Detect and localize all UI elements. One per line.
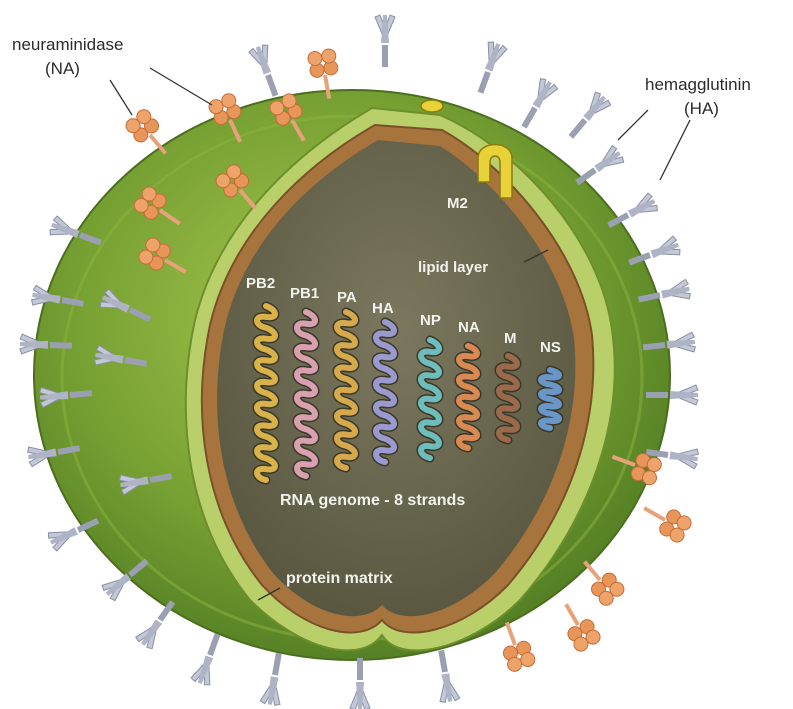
strand-label-pa: PA [337, 289, 357, 306]
rna-genome-label: RNA genome - 8 strands [280, 492, 465, 509]
neuraminidase-label-line2: (NA) [45, 59, 80, 78]
strand-label-pb1: PB1 [290, 285, 319, 302]
strand-label-ns: NS [540, 339, 561, 356]
strand-label-ha: HA [372, 300, 394, 317]
hemagglutinin-label-line1: hemagglutinin [645, 75, 751, 94]
m2-label: M2 [447, 195, 468, 212]
strand-label-pb2: PB2 [246, 275, 275, 292]
strand-label-na: NA [458, 319, 480, 336]
strand-label-np: NP [420, 312, 441, 329]
protein-matrix-label: protein matrix [286, 570, 393, 587]
strand-label-m: M [504, 330, 517, 347]
neuraminidase-label-line1: neuraminidase [12, 35, 124, 54]
rna-strand-ns [541, 370, 559, 428]
hemagglutinin-label-line2: (HA) [684, 99, 719, 118]
rna-strand-m [499, 356, 517, 440]
lipid-layer-label: lipid layer [418, 259, 488, 276]
